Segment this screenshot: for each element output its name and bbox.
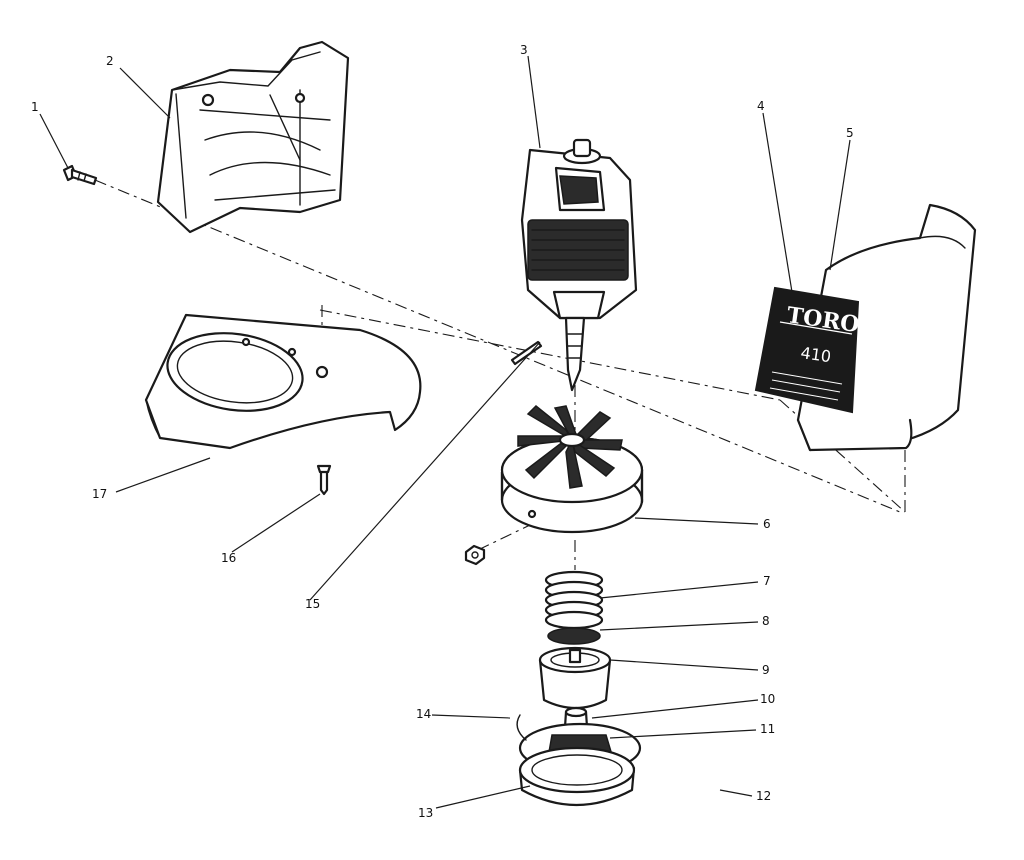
callout-11: 11 <box>760 722 775 736</box>
fan-housing-part-6 <box>500 404 644 534</box>
spool-base-part-13 <box>518 746 636 806</box>
washer-part-8 <box>547 627 601 645</box>
callout-15: 15 <box>305 597 320 611</box>
callout-12: 12 <box>756 789 771 803</box>
callout-7: 7 <box>763 574 771 588</box>
callout-13: 13 <box>418 806 433 820</box>
callout-labels: 1 2 3 4 5 6 7 8 9 10 11 12 13 14 15 16 1… <box>31 43 854 820</box>
nut <box>464 544 486 566</box>
screw-part-1 <box>62 164 98 186</box>
decal-part-4: TORO 410 <box>754 286 861 414</box>
callout-3: 3 <box>520 43 528 57</box>
spool-part-9 <box>538 646 612 710</box>
assembly-center-lines <box>94 179 906 570</box>
lower-housing-part-17 <box>144 313 422 450</box>
spring-part-7 <box>544 570 604 630</box>
callout-1: 1 <box>31 100 39 114</box>
upper-housing-part-2 <box>156 40 350 234</box>
decal-model-text: 410 <box>799 343 832 366</box>
leader-lines <box>39 55 851 809</box>
callout-2: 2 <box>106 54 114 68</box>
callout-8: 8 <box>762 614 770 628</box>
callout-16: 16 <box>221 551 236 565</box>
callout-17: 17 <box>92 487 107 501</box>
callout-4: 4 <box>757 99 765 113</box>
screw-part-16 <box>316 464 332 496</box>
callout-9: 9 <box>762 663 770 677</box>
motor-part-3 <box>520 138 638 392</box>
callout-14: 14 <box>416 707 431 721</box>
callout-6: 6 <box>763 517 771 531</box>
callout-10: 10 <box>760 692 775 706</box>
pin-part-15 <box>510 340 543 366</box>
callout-5: 5 <box>846 126 854 140</box>
